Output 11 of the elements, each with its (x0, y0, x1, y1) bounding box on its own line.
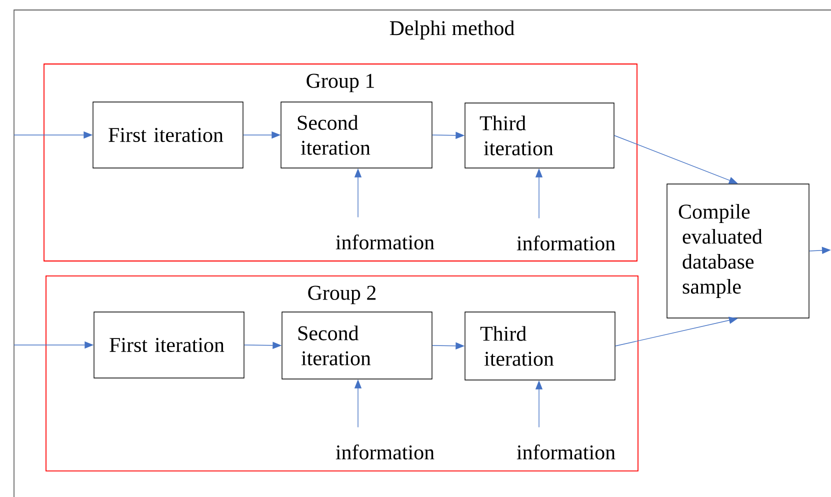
iteration-box: Third iteration (464, 102, 614, 168)
iteration-box: Compile evaluated database sample (666, 184, 810, 318)
information-label: information (516, 444, 616, 460)
iteration-box: Third iteration (464, 312, 616, 380)
iteration-box: Second iteration (280, 102, 432, 168)
iteration-box: Second iteration (282, 312, 432, 380)
information-label: information (336, 444, 434, 460)
iteration-box: First iteration (94, 312, 244, 378)
iteration-box: First iteration (92, 102, 244, 168)
information-label: information (336, 234, 434, 250)
information-label: information (516, 236, 616, 250)
